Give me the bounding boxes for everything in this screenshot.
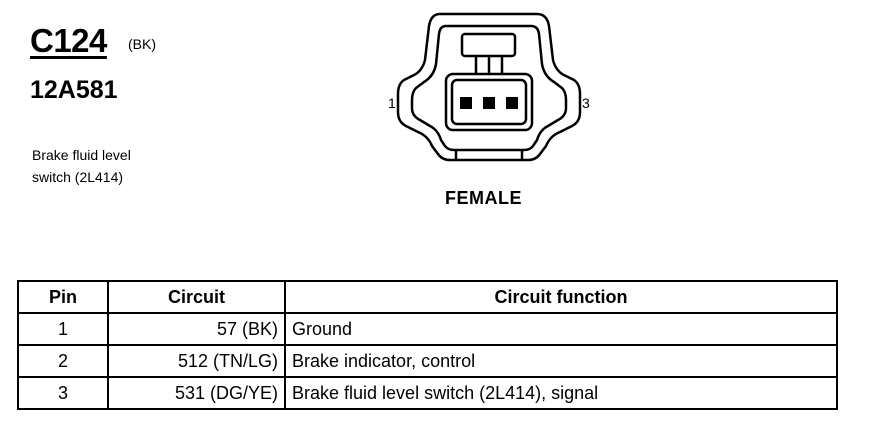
connector-color-code: (BK) bbox=[128, 36, 156, 52]
header-pin: Pin bbox=[17, 280, 109, 314]
header-circuit: Circuit bbox=[107, 280, 286, 314]
cell-pin: 2 bbox=[17, 344, 109, 378]
table-header-row: Pin Circuit Circuit function bbox=[17, 280, 838, 314]
table-row: 2 512 (TN/LG) Brake indicator, control bbox=[17, 344, 838, 378]
connector-outer-housing bbox=[396, 12, 582, 162]
cell-circuit: 57 (BK) bbox=[107, 312, 286, 346]
connector-inner-housing bbox=[410, 24, 568, 152]
cell-function: Ground bbox=[284, 312, 838, 346]
cell-function: Brake fluid level switch (2L414), signal bbox=[284, 376, 838, 410]
terminal-cavity-block bbox=[444, 72, 534, 132]
pin-1-label: 1 bbox=[388, 95, 396, 111]
component-description-line: Brake fluid level bbox=[32, 147, 131, 163]
cell-pin: 1 bbox=[17, 312, 109, 346]
header-function: Circuit function bbox=[284, 280, 838, 314]
gender-label: FEMALE bbox=[445, 188, 522, 208]
cell-circuit: 512 (TN/LG) bbox=[107, 344, 286, 378]
cell-circuit: 531 (DG/YE) bbox=[107, 376, 286, 410]
connector-latch bbox=[460, 32, 517, 58]
connector-id: C124 bbox=[30, 22, 107, 59]
table-row: 3 531 (DG/YE) Brake fluid level switch (… bbox=[17, 376, 838, 410]
pin-table: Pin Circuit Circuit function 1 57 (BK) G… bbox=[17, 280, 838, 410]
component-description: Brake fluid level switch (2L414) bbox=[32, 144, 212, 188]
cell-function: Brake indicator, control bbox=[284, 344, 838, 378]
cell-pin: 3 bbox=[17, 376, 109, 410]
table-row: 1 57 (BK) Ground bbox=[17, 312, 838, 346]
terminal-pin-2 bbox=[483, 97, 495, 109]
terminal-pin-1 bbox=[460, 97, 472, 109]
terminal-pin-3 bbox=[506, 97, 518, 109]
pin-3-label: 3 bbox=[582, 95, 590, 111]
component-description-line: switch (2L414) bbox=[32, 169, 124, 185]
part-number: 12A581 bbox=[30, 76, 118, 104]
